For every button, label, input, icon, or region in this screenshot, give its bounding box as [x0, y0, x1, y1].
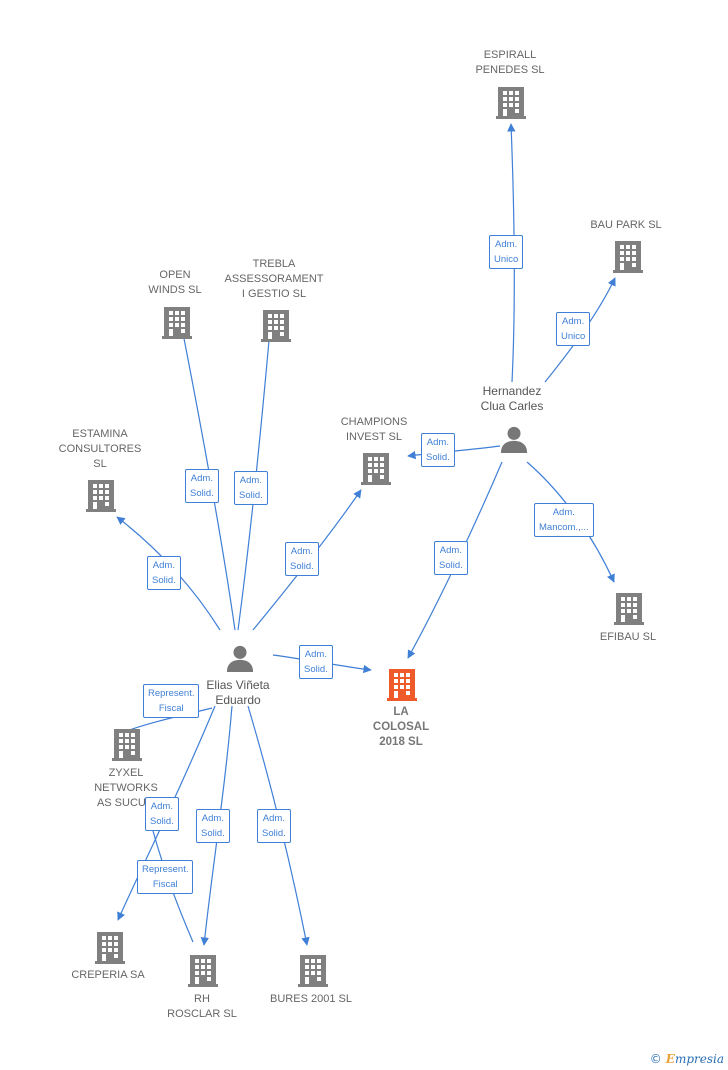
company-label-efibau[interactable]: EFIBAU SL — [599, 631, 657, 643]
building-icon-espirall[interactable] — [496, 87, 526, 119]
company-label-creperia[interactable]: CREPERIA SA — [71, 969, 145, 981]
company-label-baupark[interactable]: BAU PARK SL — [590, 219, 662, 231]
person-icon-elias[interactable] — [226, 645, 254, 672]
building-icon-estamina[interactable] — [86, 480, 116, 512]
building-icon-creperia[interactable] — [95, 932, 125, 964]
relation-label-espirall[interactable]: Adm.Unico — [489, 235, 524, 269]
footer-brand[interactable]: ©Empresia — [650, 1052, 724, 1066]
relation-label-colosal-h[interactable]: Adm.Solid. — [434, 541, 468, 575]
company-label-bures[interactable]: BURES 2001 SL — [270, 993, 352, 1005]
buildings — [86, 87, 644, 987]
building-icon-rh[interactable] — [188, 955, 218, 987]
relation-label-colosal-e[interactable]: Adm.Solid. — [299, 645, 333, 679]
person-icon-hernandez[interactable] — [500, 426, 528, 453]
relation-label-estamina[interactable]: Adm.Solid. — [147, 556, 181, 590]
brand-name: mpresia — [674, 1052, 724, 1066]
relation-label-creperia-adm[interactable]: Adm.Solid. — [145, 797, 179, 831]
brand-initial: E — [665, 1052, 675, 1066]
building-icon-bures[interactable] — [298, 955, 328, 987]
building-icon-zyxel[interactable] — [112, 729, 142, 761]
relation-label-rh[interactable]: Adm.Solid. — [196, 809, 230, 843]
relation-label-openwinds[interactable]: Adm.Solid. — [185, 469, 219, 503]
building-icon-openwinds[interactable] — [162, 307, 192, 339]
relation-label-zyxel[interactable]: Represent.Fiscal — [143, 684, 200, 718]
relation-label-champions-e[interactable]: Adm.Solid. — [285, 542, 319, 576]
relation-label-bures[interactable]: Adm.Solid. — [257, 809, 291, 843]
building-icon-champions[interactable] — [361, 453, 391, 485]
relation-label-efibau[interactable]: Adm.Mancom.,... — [534, 503, 594, 537]
relation-label-trebla[interactable]: Adm.Solid. — [234, 471, 268, 505]
building-icon-trebla[interactable] — [261, 310, 291, 342]
relation-label-champions-h[interactable]: Adm.Solid. — [421, 433, 455, 467]
relation-label-creperia-rep[interactable]: Represent.Fiscal — [137, 860, 194, 894]
building-icon-efibau[interactable] — [614, 593, 644, 625]
building-icon-baupark[interactable] — [613, 241, 643, 273]
building-icon-lacolosal[interactable] — [387, 669, 417, 701]
relation-label-baupark[interactable]: Adm.Unico — [556, 312, 591, 346]
copyright-symbol: © — [649, 1052, 662, 1066]
